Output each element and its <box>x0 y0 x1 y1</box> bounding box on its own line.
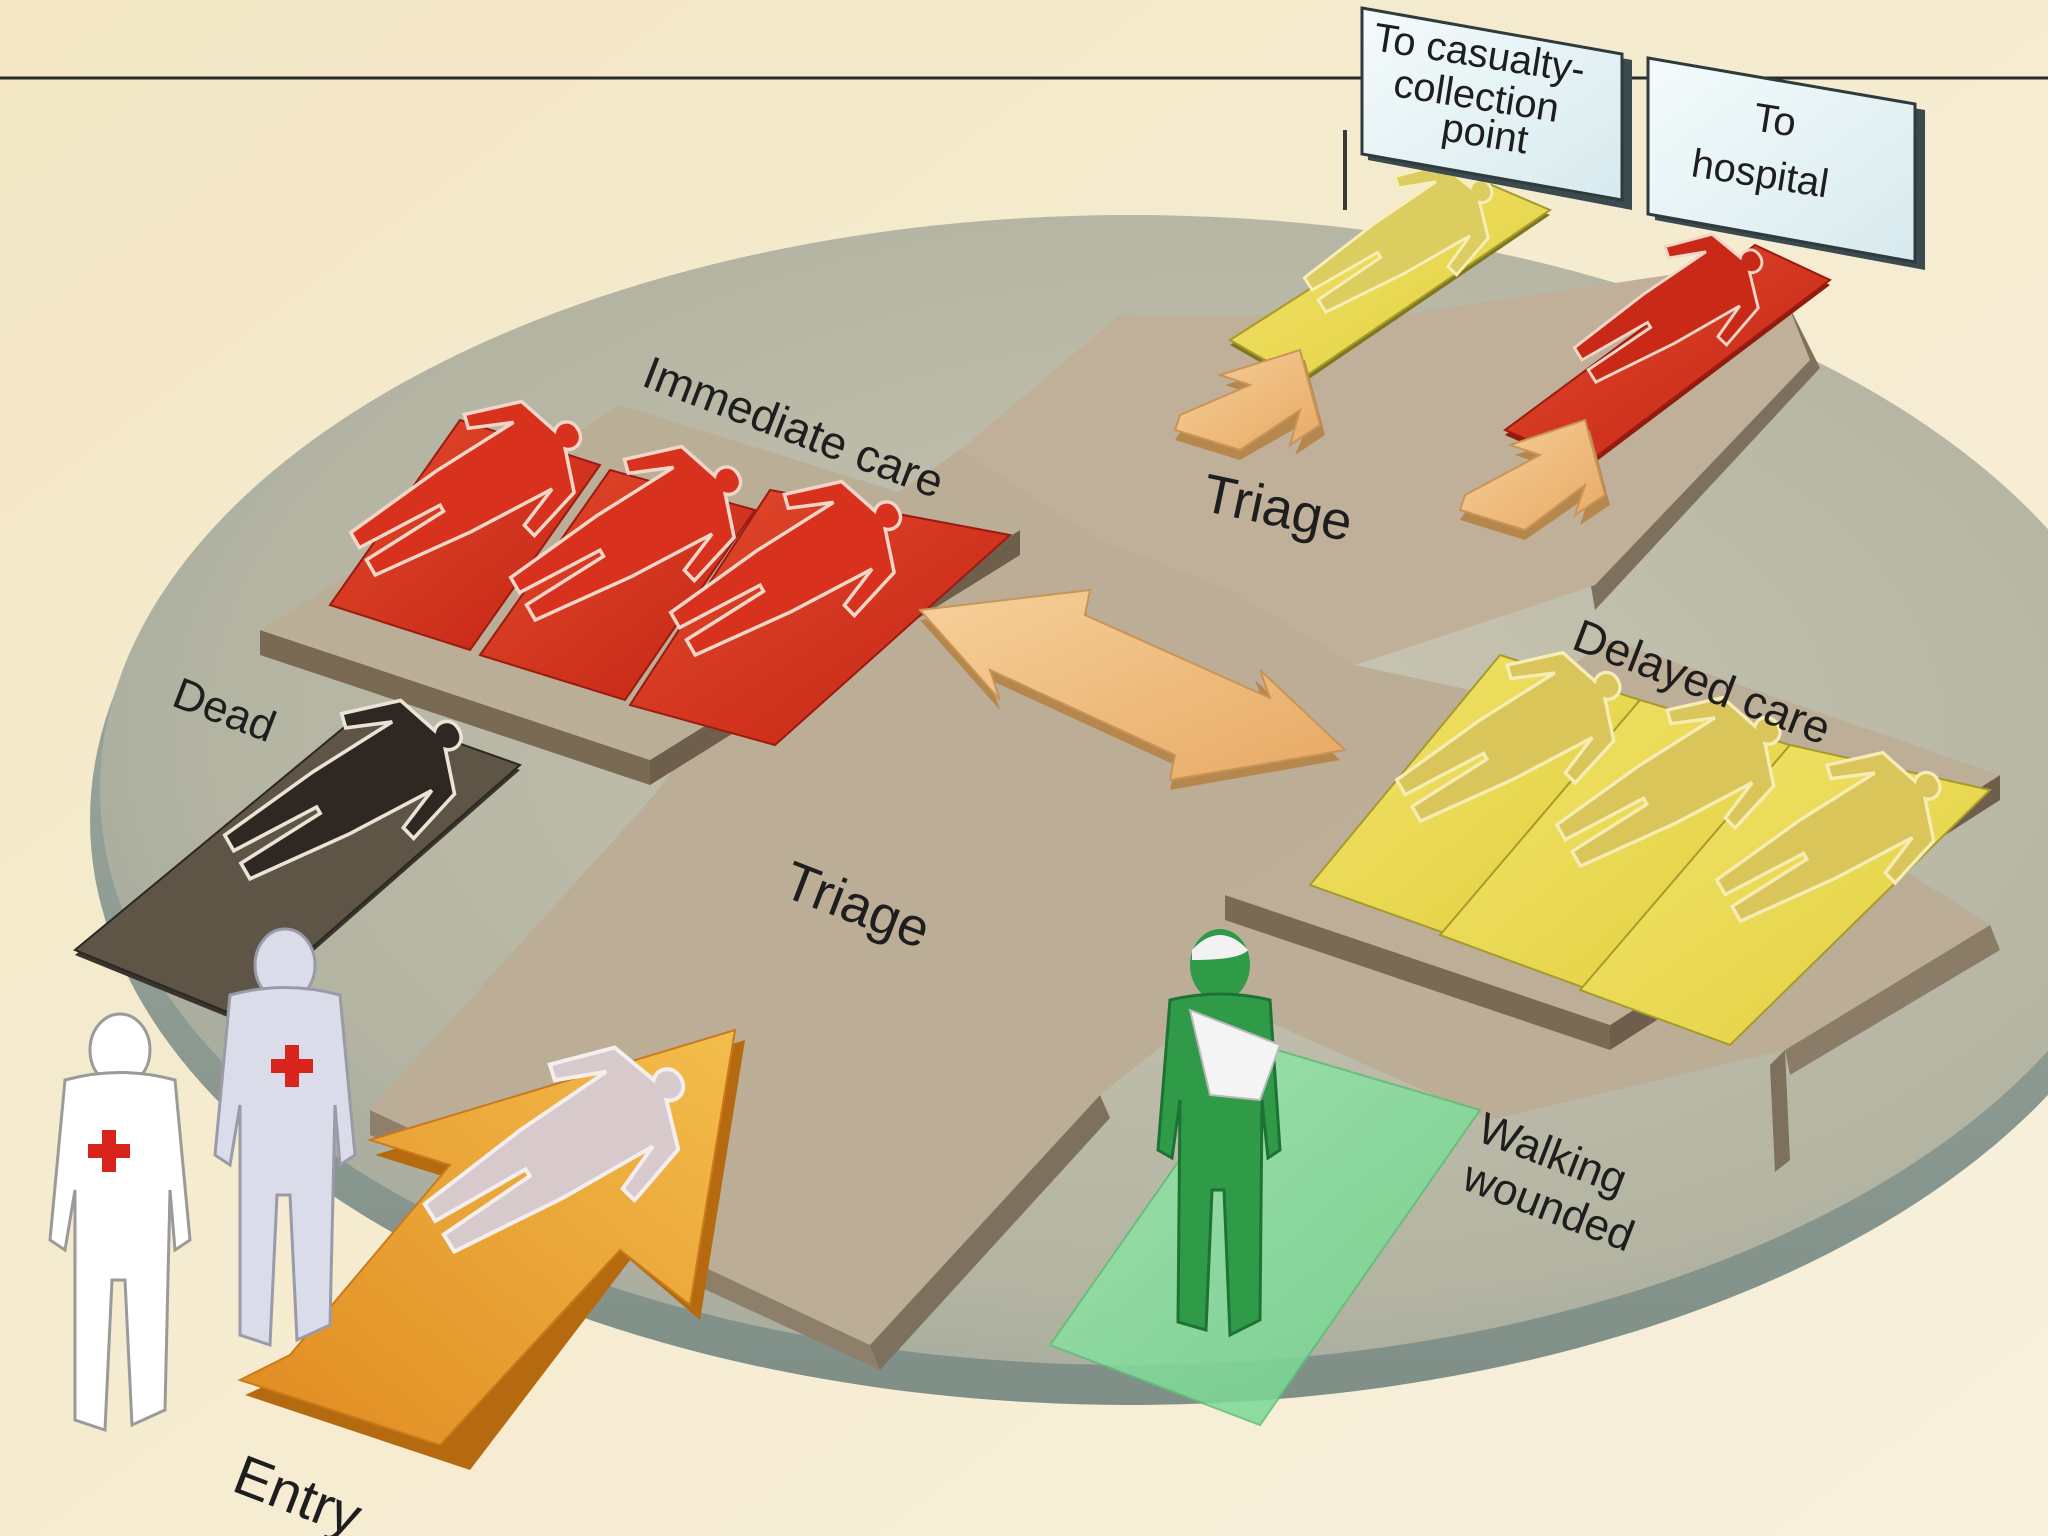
patient-figure <box>1302 162 1494 314</box>
patient-figure <box>348 399 583 578</box>
patient-figure <box>1394 650 1622 824</box>
sign-hospital-line1: To <box>1751 95 1800 145</box>
patient-figure <box>422 1045 686 1255</box>
patient-figures <box>222 162 1942 1255</box>
sign-hospital: To hospital <box>1646 56 1925 270</box>
transfer-double-arrow <box>917 588 1348 790</box>
medic-figure <box>213 927 357 1348</box>
patient-figure <box>1714 750 1942 924</box>
medic-figure <box>48 1012 192 1433</box>
red-cross-icon <box>88 1130 130 1172</box>
triage-arrow-right <box>1458 418 1610 540</box>
patient-figure <box>222 698 463 882</box>
walking-wounded-figure <box>1156 929 1282 1338</box>
immediate-stretcher <box>628 488 1013 747</box>
arm-sling-icon <box>1188 1008 1282 1102</box>
patient-figure <box>668 479 903 658</box>
patient-figure <box>508 444 743 623</box>
red-cross-icon <box>271 1045 313 1087</box>
sign-casualty-collection: To casualty- collection point <box>1343 6 1632 210</box>
patient-figure <box>1554 695 1782 869</box>
triage-platform <box>370 258 2000 1370</box>
patient-figure <box>1572 232 1764 384</box>
triage-arrow-left <box>1173 348 1325 460</box>
